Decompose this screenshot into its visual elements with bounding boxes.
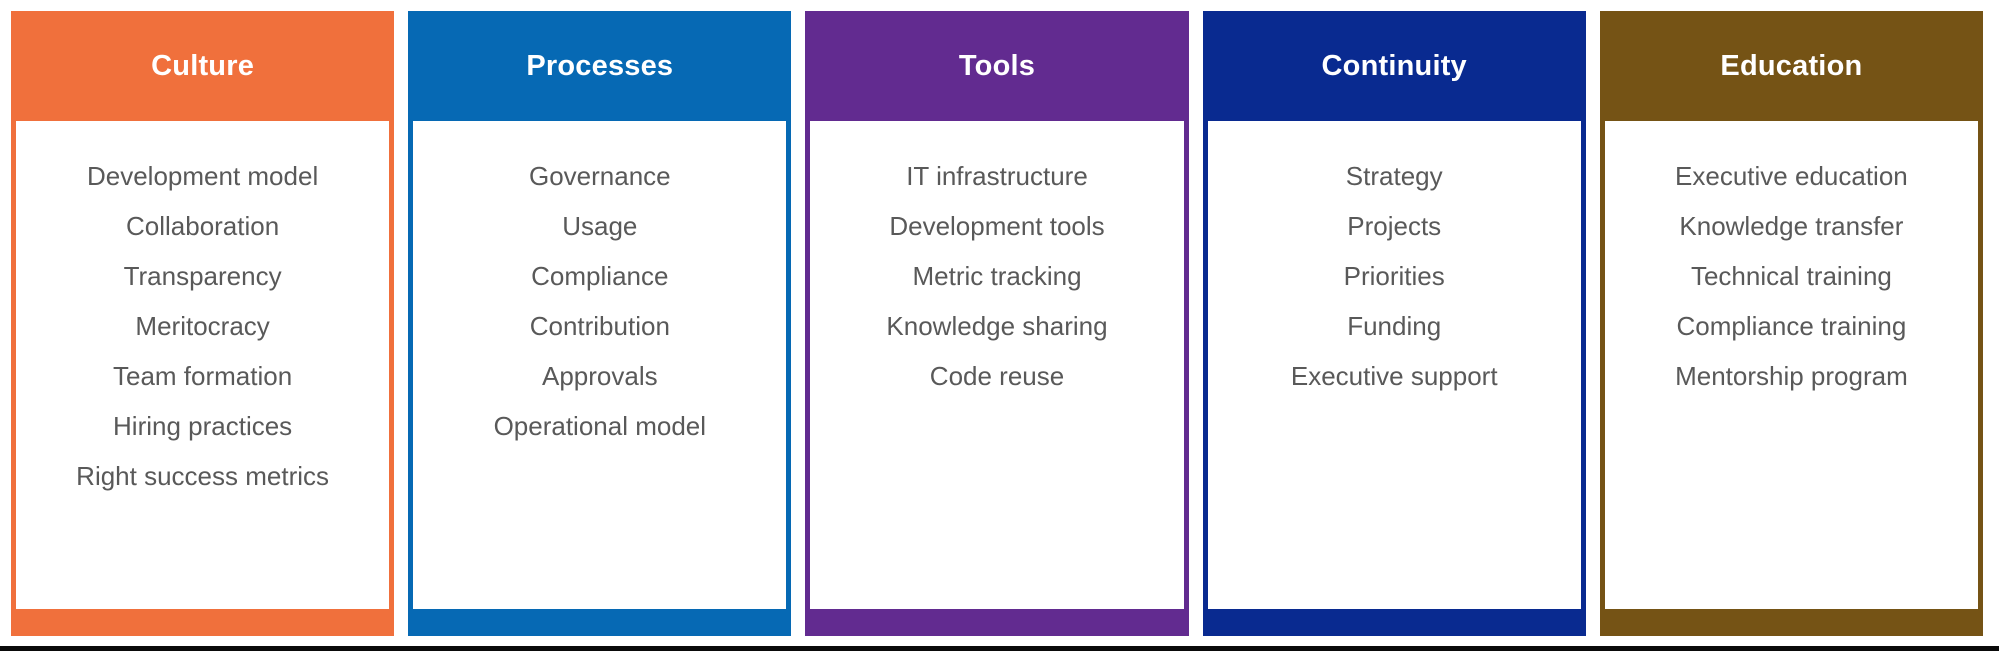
pillar-header: Tools [810, 11, 1183, 121]
pillar-item: Compliance training [1676, 311, 1907, 341]
pillar-item: Right success metrics [76, 461, 330, 491]
pillar-item: Priorities [1343, 261, 1445, 291]
pillar-item: Executive education [1675, 161, 1908, 191]
pillar-item: Executive support [1290, 361, 1498, 391]
pillar-item: Strategy [1345, 161, 1443, 191]
pillar-header: Continuity [1208, 11, 1581, 121]
pillar-title: Continuity [1321, 49, 1467, 82]
pillar-item: Code reuse [929, 361, 1065, 391]
pillar-item: Transparency [123, 261, 282, 291]
pillar-item: Usage [562, 211, 638, 241]
pillar-item: Metric tracking [912, 261, 1082, 291]
pillar-item: Meritocracy [135, 311, 270, 341]
pillar-header: Education [1605, 11, 1978, 121]
pillar-item: Projects [1347, 211, 1442, 241]
pillar-title: Processes [526, 49, 674, 82]
pillar-header: Culture [16, 11, 389, 121]
pillar-item: Hiring practices [113, 411, 293, 441]
pillar-item: Knowledge sharing [886, 311, 1108, 341]
pillar-item: IT infrastructure [906, 161, 1088, 191]
pillar-item: Contribution [529, 311, 670, 341]
pillar-item: Development tools [889, 211, 1105, 241]
pillar-item: Mentorship program [1675, 361, 1908, 391]
pillar-item: Funding [1347, 311, 1442, 341]
pillar-item: Development model [86, 161, 319, 191]
pillar-item: Technical training [1690, 261, 1892, 291]
pillar-title: Culture [151, 49, 255, 82]
pillar-header: Processes [413, 11, 786, 121]
pillar-item: Knowledge transfer [1679, 211, 1904, 241]
pillar-item: Compliance [531, 261, 669, 291]
pillar-item: Governance [528, 161, 671, 191]
pillar-item: Team formation [113, 361, 293, 391]
pillar-item: Collaboration [125, 211, 280, 241]
pillar-title: Education [1720, 49, 1863, 82]
pillar-item: Approvals [541, 361, 658, 391]
bottom-divider-line [0, 646, 1999, 651]
pillar-item: Operational model [493, 411, 707, 441]
pillar-title: Tools [958, 49, 1036, 82]
